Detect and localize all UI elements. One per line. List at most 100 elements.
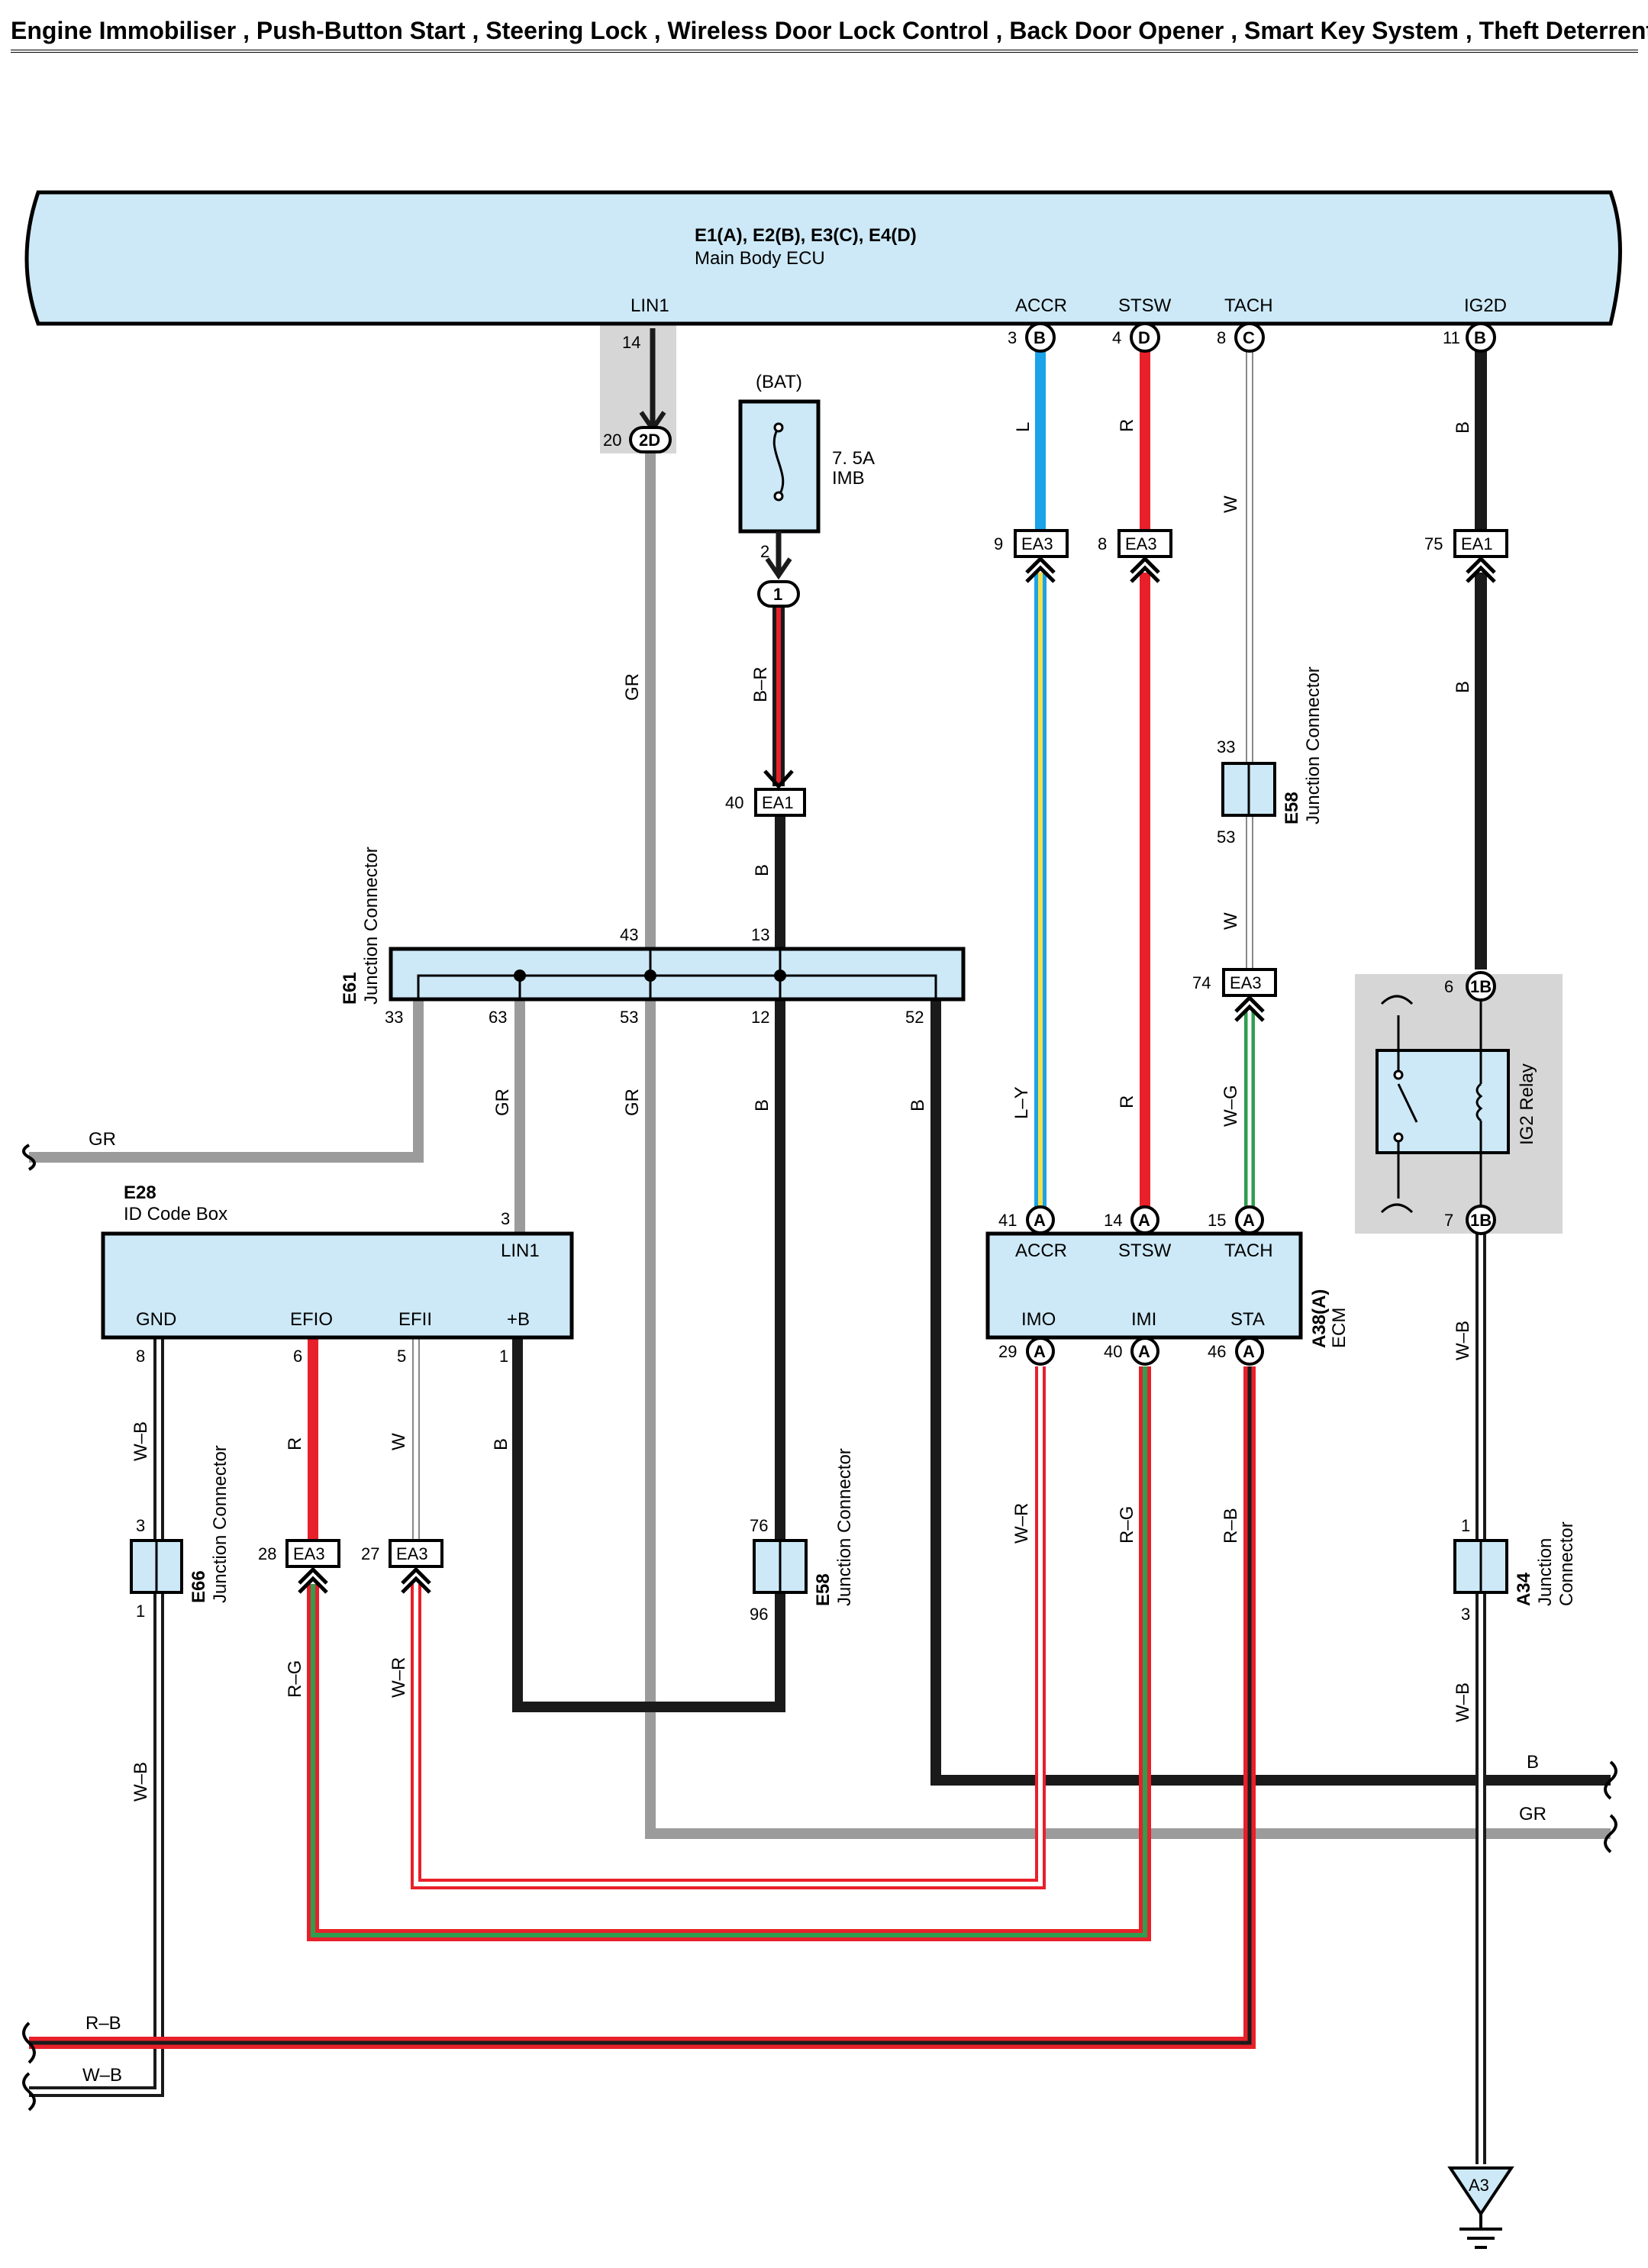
ecm-pin-imo: 29 [998, 1342, 1017, 1361]
a34-code: A34 [1514, 1572, 1534, 1606]
ig2-relay [1375, 971, 1510, 1235]
ecm-tach: TACH [1224, 1240, 1273, 1261]
label-rg-efio: R–G [285, 1660, 305, 1698]
ecu-name-label: Main Body ECU [695, 248, 825, 269]
wire-rg-outer [307, 1366, 1151, 1941]
ecm-conn-a-4: A [1034, 1342, 1046, 1361]
e58-top-junction [1221, 762, 1276, 817]
label-r-top: R [1117, 419, 1137, 432]
e66-pin-3: 3 [136, 1516, 145, 1535]
id-box-pin-lin1: 3 [501, 1209, 510, 1228]
ig2-relay-pin-7: 7 [1444, 1211, 1453, 1230]
e66-code: E66 [189, 1570, 209, 1603]
ea1-top-arrow [763, 769, 794, 789]
ecu-stsw-label: STSW [1118, 295, 1172, 316]
svg-text:1: 1 [773, 585, 782, 604]
fuse-imb [738, 399, 821, 534]
label-b-ig2d-top: B [1453, 421, 1473, 434]
conn-ecu-stsw: D 4 [1112, 322, 1160, 353]
label-b-ig2d-bottom: B [1453, 681, 1473, 693]
ecm-pin-imi: 40 [1104, 1342, 1122, 1361]
svg-text:D: D [1138, 328, 1150, 347]
svg-text:74: 74 [1192, 973, 1211, 992]
e66-name: Junction Connector [210, 1445, 231, 1603]
label-gr-63: GR [492, 1089, 513, 1116]
a34-pin-1: 1 [1461, 1516, 1470, 1535]
svg-text:11: 11 [1443, 328, 1460, 347]
label-rg-imi: R–G [1117, 1506, 1137, 1544]
id-box-efii: EFII [398, 1309, 432, 1330]
ig2-relay-name: IG2 Relay [1517, 1063, 1537, 1145]
svg-text:40: 40 [725, 793, 743, 812]
label-r-bottom: R [1117, 1095, 1137, 1108]
e61-pin-33: 33 [385, 1008, 403, 1027]
id-box-plusb: +B [507, 1309, 530, 1330]
label-r-efio: R [285, 1437, 305, 1450]
conn-ecu-tach: C 8 [1217, 322, 1265, 353]
ea3-stsw-connector: EA3 8 [1098, 529, 1172, 583]
ecm-conn-circles [1026, 1205, 1264, 1366]
conn-ecu-ig2d: B 11 [1443, 322, 1496, 353]
ecm-pin-tach: 15 [1208, 1211, 1226, 1230]
label-wb-gnd-bottom: W–B [131, 1762, 151, 1802]
e61-pin-63: 63 [489, 1008, 507, 1027]
label-wb-a34-bottom: W–B [1453, 1682, 1473, 1722]
svg-text:9: 9 [994, 534, 1003, 553]
ecm-pin-sta: 46 [1208, 1342, 1226, 1361]
break-mark-b-right [1604, 1760, 1617, 1800]
ea3-tach-connector: EA3 74 [1192, 968, 1277, 1022]
fuse-pin-out: 2 [760, 542, 769, 561]
ecm-conn-a-1: A [1034, 1211, 1046, 1230]
a34-name2: Connector [1556, 1521, 1577, 1606]
svg-text:8: 8 [1098, 534, 1107, 553]
svg-text:C: C [1243, 328, 1255, 347]
ecm-name: ECM [1329, 1308, 1350, 1348]
conn-2d: 2D 20 [603, 426, 672, 453]
fuse-name: IMB [832, 468, 865, 489]
id-box-lin1: LIN1 [501, 1240, 540, 1261]
fuse-out-arrow [765, 557, 792, 580]
e66-junction [130, 1539, 183, 1594]
wire-b-loop [512, 1000, 785, 1712]
wire-gr-main [645, 450, 1611, 1839]
ecm-code: A38(A) [1309, 1289, 1330, 1348]
svg-text:B: B [1034, 328, 1046, 347]
conn-ecu-accr: B 3 [1008, 322, 1056, 353]
label-br: B–R [750, 666, 771, 702]
conn-fuse-1: 1 [757, 580, 800, 608]
label-gr-53: GR [622, 1089, 643, 1116]
break-mark-wb-left [22, 2072, 36, 2112]
ecm-accr: ACCR [1015, 1240, 1067, 1261]
ecu-lin1-label: LIN1 [630, 295, 669, 316]
svg-text:28: 28 [258, 1544, 276, 1563]
e58-bottom-pin-76: 76 [750, 1516, 768, 1535]
wire-rg-inner [311, 1366, 1147, 1937]
id-box-name: ID Code Box [124, 1204, 227, 1224]
ig2-relay-conn-top: 1B [1470, 977, 1492, 996]
e61-pin-53: 53 [620, 1008, 638, 1027]
label-w-tach-top: W [1221, 495, 1241, 513]
wire-wr-inner [414, 1366, 1043, 1886]
e61-junction-connector [389, 947, 966, 1002]
break-mark-rb-left [22, 2021, 36, 2064]
svg-text:8: 8 [1217, 328, 1226, 347]
e61-name: Junction Connector [361, 847, 382, 1005]
break-mark-gr-right [1604, 1814, 1617, 1853]
id-box-gnd: GND [136, 1309, 176, 1330]
break-mark-gr-left [22, 1144, 36, 1171]
a34-junction [1453, 1539, 1508, 1594]
id-box-code: E28 [124, 1182, 156, 1203]
a34-pin-3: 3 [1461, 1605, 1470, 1624]
ecm-pin-accr: 41 [998, 1211, 1017, 1230]
svg-text:EA1: EA1 [762, 793, 794, 812]
label-b-52: B [908, 1099, 928, 1111]
label-w-tach-bottom: W [1221, 912, 1241, 930]
ecm-conn-a-2: A [1138, 1211, 1150, 1230]
ea3-efii-connector: EA3 27 [361, 1539, 443, 1594]
e58-bottom-name: Junction Connector [834, 1448, 855, 1606]
label-wr-imo: W–R [1011, 1503, 1032, 1544]
label-gr-main: GR [622, 673, 643, 701]
label-gr-left: GR [89, 1129, 116, 1150]
label-b-plusb: B [491, 1438, 511, 1450]
e58-top-pin-53: 53 [1217, 828, 1235, 847]
